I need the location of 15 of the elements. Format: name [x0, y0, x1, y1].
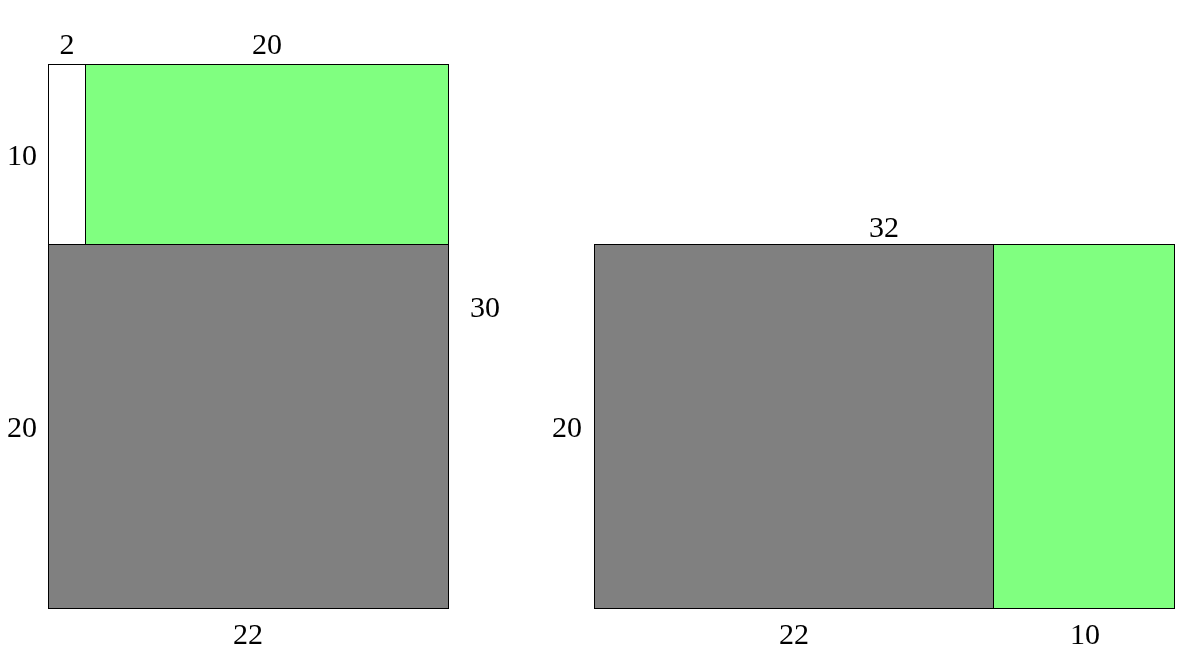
dimension-label: 30: [470, 292, 500, 322]
dimension-label: 20: [7, 412, 37, 442]
rectangle: [993, 244, 1175, 609]
rectangle: [85, 64, 449, 245]
dimension-label: 20: [552, 412, 582, 442]
dimension-label: 32: [869, 212, 899, 242]
rectangle: [48, 64, 86, 245]
dimension-label: 2: [59, 29, 75, 59]
dimension-label: 22: [779, 619, 809, 649]
dimension-label: 20: [252, 29, 282, 59]
dimension-label: 10: [1070, 619, 1100, 649]
rectangle: [48, 244, 449, 609]
dimension-label: 10: [7, 140, 37, 170]
dimension-label: 22: [233, 619, 263, 649]
rectangle: [594, 244, 994, 609]
